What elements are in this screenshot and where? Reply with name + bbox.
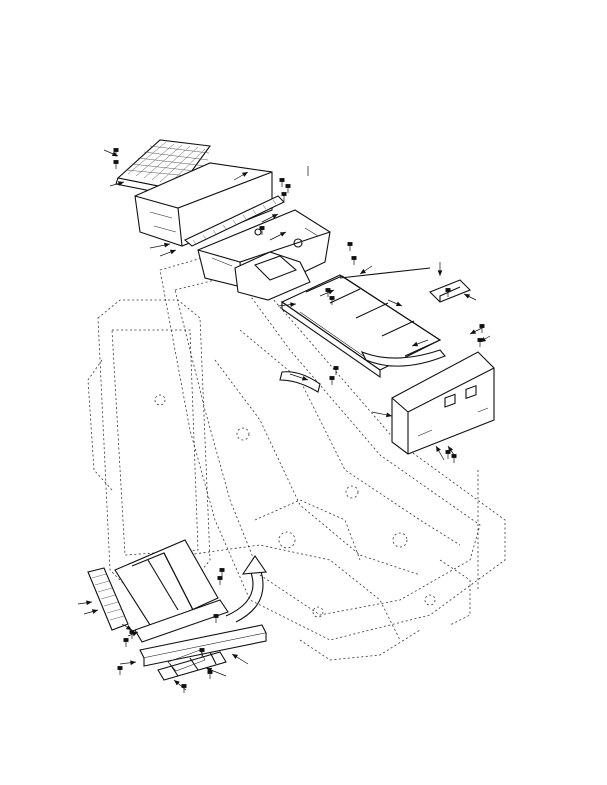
leader-arrowhead (174, 680, 180, 686)
fastener-marker (207, 670, 213, 674)
chassis-frame-icon (87, 249, 506, 661)
fastener-marker (477, 338, 483, 342)
upper-hood-box-icon (134, 162, 273, 247)
fastener-marker (333, 366, 339, 370)
fastener-marker (281, 192, 287, 196)
fastener-marker (213, 614, 219, 618)
leader-arrowhead (290, 302, 296, 308)
leader-arrowhead (386, 412, 392, 418)
direction-arrow-icon (225, 555, 267, 623)
fastener-marker (259, 226, 265, 230)
leader-arrowhead (232, 654, 239, 660)
fastener-marker (329, 296, 335, 300)
leader-arrowhead (464, 294, 471, 299)
leader-arrowhead (117, 181, 124, 186)
leader-arrowhead (360, 268, 366, 274)
leader-arrowhead (86, 600, 92, 606)
door-panel-icon (114, 539, 229, 643)
fastener-marker (123, 638, 129, 642)
leader-arrowhead (130, 660, 136, 666)
fastener-markers (113, 148, 485, 693)
leader-arrowhead (436, 446, 441, 453)
fastener-marker (285, 184, 291, 188)
leader-arrowhead (470, 329, 477, 334)
leader-arrowhead (301, 375, 308, 381)
leader-arrowhead (395, 301, 402, 306)
fastener-marker (181, 684, 187, 688)
side-grille-icon (87, 567, 129, 631)
fastener-marker (113, 148, 119, 152)
curved-shield-icon (279, 349, 446, 393)
fastener-marker (279, 178, 285, 182)
fastener-marker (445, 450, 451, 454)
leader-arrowhead (271, 214, 278, 219)
fastener-marker (219, 568, 225, 572)
leader-arrowhead (125, 625, 132, 630)
fastener-marker (325, 288, 331, 292)
leader-arrowhead (437, 270, 443, 276)
leader-arrowhead (91, 609, 98, 614)
fastener-marker (199, 648, 205, 652)
tray-assembly-icon (197, 209, 331, 301)
leader-arrowhead (164, 242, 170, 248)
frame-rail-icon (139, 624, 267, 681)
leader-arrowhead (279, 232, 286, 237)
floor-plate-icon (280, 267, 442, 379)
leader-arrowhead (412, 341, 419, 347)
leader-arrowhead (241, 172, 248, 177)
seal-strip-icon (183, 195, 285, 247)
leader-arrowhead (169, 249, 176, 255)
fastener-marker (445, 288, 451, 292)
fastener-marker (351, 256, 357, 260)
fastener-marker (129, 630, 135, 634)
leader-arrowhead (111, 151, 118, 156)
fastener-marker (217, 576, 223, 580)
fastener-marker (117, 666, 123, 670)
rear-enclosure-icon (391, 351, 495, 455)
fastener-marker (347, 242, 353, 246)
fastener-marker (113, 160, 119, 164)
fastener-marker (329, 376, 335, 380)
fastener-marker (451, 454, 457, 458)
fastener-marker (479, 324, 485, 328)
